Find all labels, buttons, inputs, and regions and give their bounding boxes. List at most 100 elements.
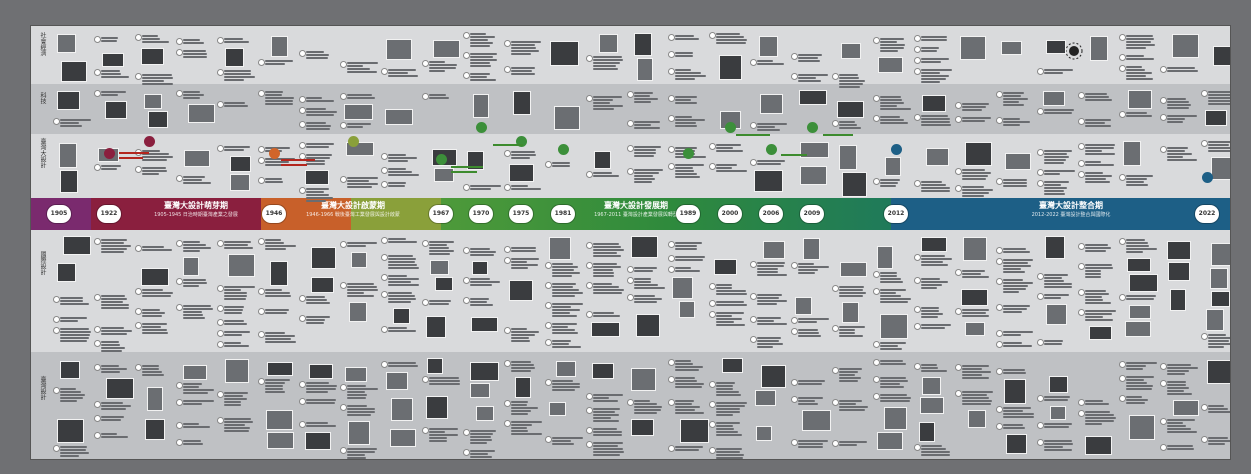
entry-text-line (306, 128, 330, 130)
entry-text-line (675, 406, 700, 408)
entry-dot-icon (1160, 66, 1167, 73)
photo-thumbnail (672, 277, 693, 299)
entry-text-line (306, 302, 330, 304)
entry-text-line (1003, 291, 1019, 293)
entry-text-line (716, 428, 734, 430)
entry-text-line (388, 154, 406, 156)
entry-dot-icon (463, 247, 470, 254)
entry-text-line (716, 391, 739, 393)
year-marker[interactable]: 2006 (759, 205, 783, 223)
entry-dot-icon (668, 146, 675, 153)
entry-text-line (634, 169, 663, 171)
entry-text-line (798, 332, 819, 334)
year-marker[interactable]: 1905 (47, 205, 71, 223)
entry-text-line (511, 151, 535, 153)
entry-text-line (1126, 69, 1145, 71)
entry-text-line (183, 97, 200, 99)
entry-text-line (60, 334, 90, 336)
entry-text-line (593, 445, 618, 447)
entry-dot-icon (586, 242, 593, 249)
entry-text-line (306, 200, 326, 202)
year-marker[interactable]: 2012 (884, 205, 908, 223)
entry-text-line (593, 65, 616, 67)
entry-dot-icon (135, 73, 142, 80)
entry-text-line (675, 380, 697, 382)
entry-text-line (1085, 400, 1103, 402)
photo-thumbnail (842, 172, 867, 197)
entry-text-line (757, 303, 777, 305)
entry-text-line (470, 450, 495, 452)
entry-text-line (593, 286, 619, 288)
entry-text-line (265, 338, 291, 340)
entry-dot-icon (668, 163, 675, 170)
entry-text-line (470, 42, 493, 44)
photo-thumbnail (877, 246, 893, 269)
entry-text-line (183, 247, 211, 249)
entry-dot-icon (1160, 444, 1167, 451)
entry-text-line (470, 59, 497, 61)
entry-dot-icon (258, 308, 265, 315)
entry-text-line (511, 157, 530, 159)
era-badge-icon (436, 154, 447, 165)
entry-dot-icon (832, 399, 839, 406)
year-marker[interactable]: 1975 (509, 205, 533, 223)
entry-text-line (1003, 265, 1031, 267)
entry-text-line (306, 111, 337, 113)
entry-text-line (306, 51, 324, 53)
entry-text-line (634, 181, 652, 183)
era-subtitle: 1946-1966 戰後臺灣工業發展與設計啟蒙 (306, 212, 400, 218)
entry-text-line (429, 300, 451, 302)
entry-text-line (1126, 41, 1151, 43)
year-marker[interactable]: 2022 (1195, 205, 1219, 223)
entry-text-line (101, 436, 128, 438)
year-marker[interactable]: 1989 (676, 205, 700, 223)
entry-dot-icon (504, 150, 511, 157)
entry-text-line (798, 269, 818, 271)
year-marker[interactable]: 2000 (718, 205, 742, 223)
entry-text-line (1085, 153, 1115, 155)
entry-text-line (634, 281, 651, 283)
photo-thumbnail (763, 241, 785, 259)
entry-dot-icon (586, 407, 593, 414)
photo-thumbnail (1129, 305, 1151, 319)
entry-dot-icon (545, 282, 552, 289)
photo-thumbnail (1046, 40, 1066, 54)
entry-text-line (347, 97, 375, 99)
year-marker[interactable]: 1922 (97, 205, 121, 223)
photo-thumbnail (840, 262, 867, 277)
entry-text-line (593, 249, 624, 251)
entry-text-line (675, 173, 697, 175)
entry-text-line (839, 292, 866, 294)
entry-dot-icon (586, 171, 593, 178)
entry-text-line (1003, 271, 1025, 273)
year-marker[interactable]: 2009 (800, 205, 824, 223)
entry-dot-icon (1201, 436, 1208, 443)
year-marker[interactable]: 1970 (469, 205, 493, 223)
entry-dot-icon (586, 393, 593, 400)
entry-dot-icon (914, 180, 921, 187)
photo-thumbnail (476, 406, 494, 421)
entry-text-line (757, 340, 779, 342)
entry-dot-icon (996, 117, 1003, 124)
year-marker[interactable]: 1946 (262, 205, 286, 223)
highlight-text-line (451, 166, 483, 168)
entry-text-line (552, 306, 571, 308)
entry-text-line (839, 441, 867, 443)
entry-text-line (306, 114, 334, 116)
entry-dot-icon (176, 49, 183, 56)
entry-text-line (921, 58, 949, 60)
entry-text-line (183, 176, 205, 178)
entry-text-line (265, 242, 284, 244)
entry-dot-icon (53, 387, 60, 394)
year-marker[interactable]: 1981 (551, 205, 575, 223)
entry-text-line (798, 318, 829, 320)
entry-text-line (1085, 147, 1114, 149)
entry-dot-icon (750, 261, 757, 268)
entry-text-line (880, 41, 897, 43)
photo-thumbnail (471, 317, 498, 332)
entry-dot-icon (94, 415, 101, 422)
entry-text-line (593, 400, 618, 402)
entry-dot-icon (1160, 363, 1167, 370)
entry-dot-icon (258, 59, 265, 66)
year-marker[interactable]: 1967 (429, 205, 453, 223)
